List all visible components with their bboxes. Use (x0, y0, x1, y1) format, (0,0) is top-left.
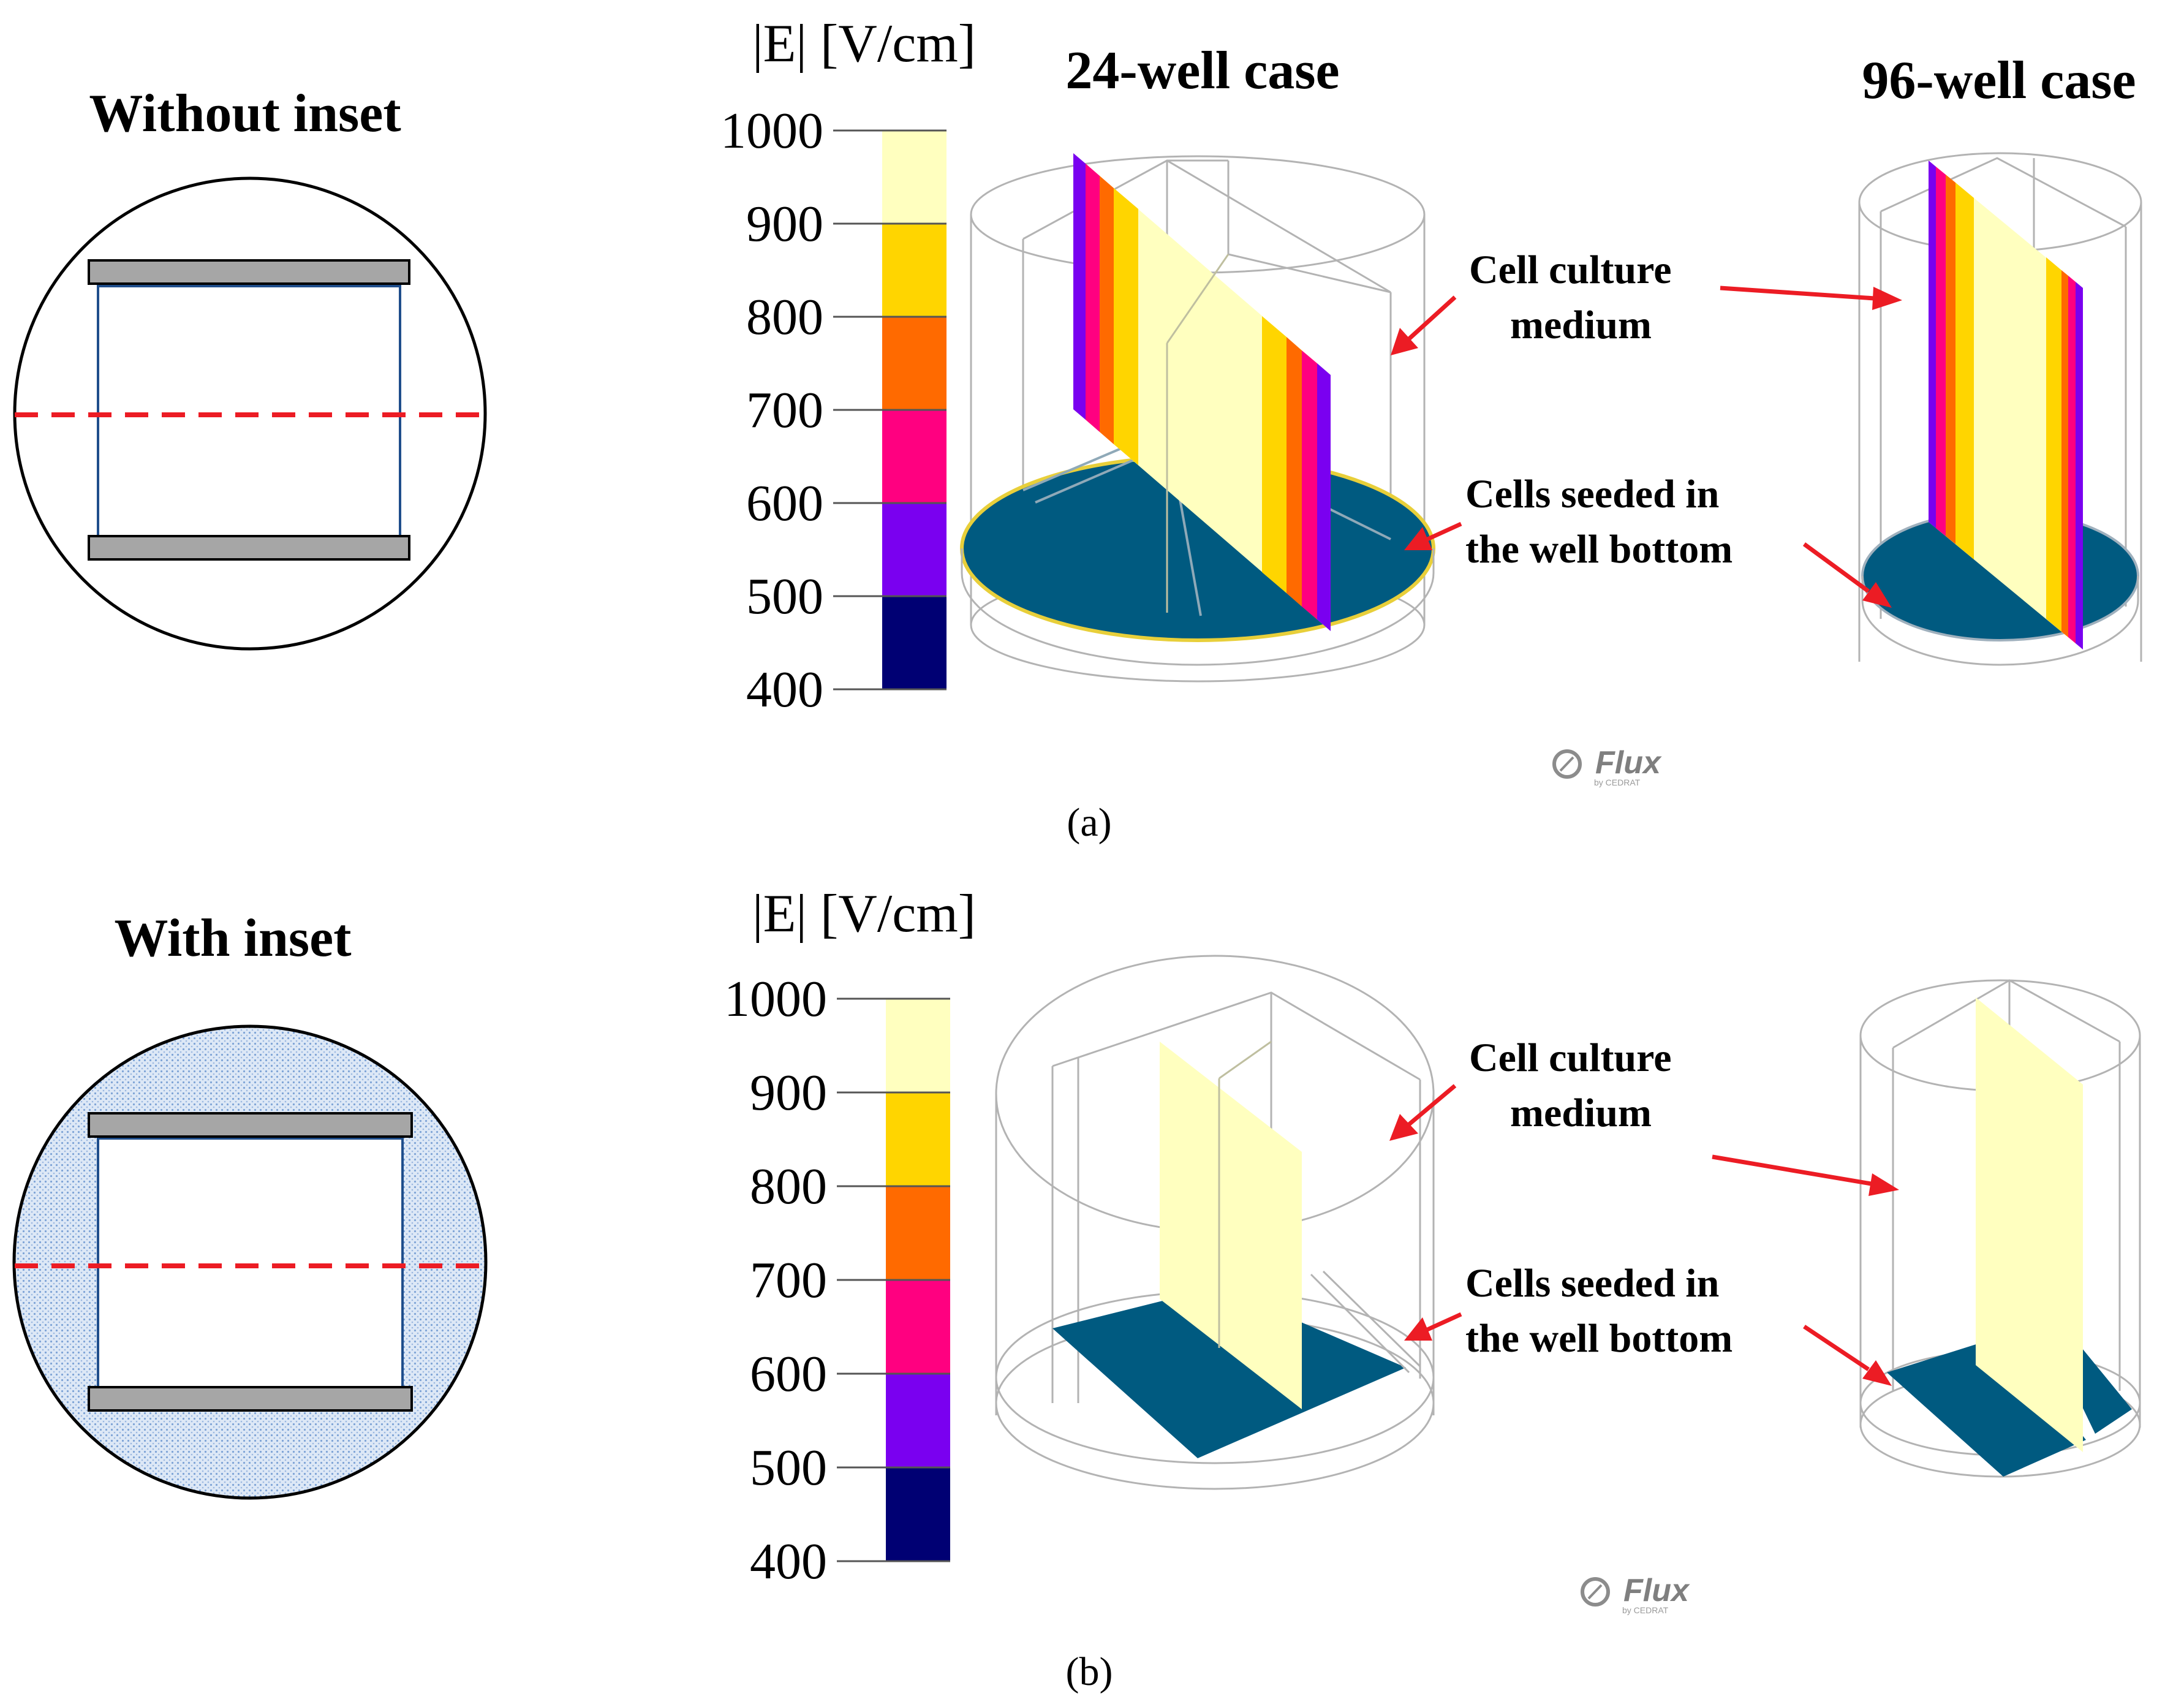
box-edge (1880, 157, 2126, 228)
well-bottom-rect (1887, 1336, 2086, 1477)
colorbar-band-400-500 (886, 1467, 950, 1561)
bottom-electrode (88, 535, 410, 561)
medium-top-ellipse (970, 155, 1426, 274)
well-96-model (1858, 152, 2142, 666)
colorbar-tick-label: 700 (750, 1252, 827, 1309)
colorbar-tick-label: 700 (746, 382, 823, 439)
colorbar: |E| [V/cm] 1000 900 800 700 600 500 400 (720, 14, 976, 718)
colorbar-band-600-700 (882, 410, 947, 503)
colorbar-tick-label: 500 (750, 1439, 827, 1496)
case-96-title: 96-well case (1862, 51, 2136, 110)
colorbar-tick-label: 800 (746, 289, 823, 346)
colorbar-tick-label: 900 (746, 195, 823, 252)
colorbar-band-900-1000 (882, 131, 947, 224)
top-electrode (88, 1112, 413, 1138)
well-96-model (1859, 979, 2141, 1478)
panel-label: (b) (1066, 1649, 1113, 1694)
colorbar-band-500-600 (886, 1374, 950, 1467)
well-24-model (995, 955, 1435, 1490)
colorbar: |E| [V/cm] 1000 900 800 700 600 500 400 (724, 884, 976, 1590)
annotations: Cell culture medium Cells seeded in the … (1391, 248, 1902, 608)
box-edge-front (1219, 1040, 1272, 1080)
arrow-cells-96 (1803, 1325, 1892, 1386)
well-24-model (960, 153, 1435, 683)
flux-logo-icon (1581, 1577, 1610, 1607)
medium-label-line1: Cell culture (1469, 1035, 1672, 1080)
colorbar-band-800-900 (886, 1092, 950, 1186)
medium-label-line2: medium (1510, 303, 1652, 347)
colorbar-tick-label: 800 (750, 1158, 827, 1215)
flux-logo-text: Flux (1595, 745, 1662, 781)
colorbar-tick-label: 500 (746, 568, 823, 625)
field-plane-left-band (1073, 153, 1138, 465)
cells-label-line2: the well bottom (1465, 1316, 1732, 1361)
colorbar-band-700-800 (886, 1186, 950, 1280)
colorbar-band-400-500 (882, 596, 947, 689)
top-electrode (88, 259, 410, 285)
arrow-medium-24 (1389, 1084, 1457, 1141)
colorbar-tick-label: 600 (750, 1346, 827, 1402)
schematic-with-inset: With inset (12, 909, 488, 1500)
flux-logo: Flux by CEDRAT (1581, 1573, 1690, 1615)
disk-rim (1861, 576, 2139, 666)
panel-label: (a) (1067, 800, 1111, 845)
colorbar-bands (886, 999, 950, 1561)
flux-logo-text: Flux (1623, 1573, 1690, 1608)
field-plane-left-band (1929, 161, 1974, 559)
medium-label-line2: medium (1510, 1091, 1652, 1135)
flux-logo-subtext: by CEDRAT (1622, 1605, 1669, 1615)
box-edge-front (1166, 254, 1230, 344)
arrow-medium-96 (1712, 1154, 1899, 1196)
colorbar-band-900-1000 (886, 999, 950, 1092)
arrow-cells-24 (1404, 1312, 1462, 1341)
arrow-medium-96 (1720, 286, 1902, 310)
colorbar-tick-label: 1000 (724, 971, 827, 1028)
flux-logo: Flux by CEDRAT (1552, 745, 1662, 787)
cells-label-line2: the well bottom (1465, 527, 1732, 572)
colorbar-bands (882, 131, 947, 689)
arrow-cells-96 (1802, 542, 1892, 608)
colorbar-ticks: 1000 900 800 700 600 500 400 (724, 971, 950, 1590)
flux-logo-icon (1552, 749, 1582, 779)
colorbar-tick-label: 900 (750, 1064, 827, 1121)
colorbar-band-600-700 (886, 1280, 950, 1374)
colorbar-title: |E| [V/cm] (752, 884, 976, 944)
field-plane-right-band (2046, 257, 2083, 649)
field-plane (1160, 1042, 1302, 1409)
arrow-medium-24 (1391, 295, 1457, 355)
diagram-title: With inset (114, 909, 351, 968)
bottom-electrode (88, 1386, 413, 1412)
cells-label-line1: Cells seeded in (1465, 1261, 1719, 1306)
box-edge (1227, 161, 1391, 293)
schematic-without-inset: Without inset (13, 84, 487, 651)
annotations: Cell culture medium Cells seeded in the … (1389, 1035, 1899, 1386)
medium-label-line1: Cell culture (1469, 248, 1672, 292)
colorbar-title: |E| [V/cm] (752, 14, 976, 74)
case-24-title: 24-well case (1065, 41, 1339, 100)
colorbar-band-700-800 (882, 317, 947, 410)
well-bottom-rect (1052, 1287, 1406, 1458)
colorbar-tick-label: 400 (750, 1533, 827, 1590)
disk-rim (961, 548, 1435, 666)
colorbar-band-800-900 (882, 224, 947, 317)
field-plane (1976, 997, 2083, 1452)
colorbar-ticks: 1000 900 800 700 600 500 400 (720, 102, 947, 718)
flux-logo-subtext: by CEDRAT (1594, 778, 1641, 787)
field-plane-right-band (1262, 316, 1331, 631)
colorbar-tick-label: 1000 (720, 102, 823, 159)
colorbar-tick-label: 400 (746, 661, 823, 718)
cells-label-line1: Cells seeded in (1465, 472, 1719, 517)
colorbar-tick-label: 600 (746, 475, 823, 532)
panel-b: With inset |E| [V/cm] 1000 900 800 700 600 50… (12, 884, 2141, 1694)
colorbar-band-500-600 (882, 503, 947, 596)
diagram-title: Without inset (89, 84, 401, 143)
arrow-cells-24 (1404, 521, 1462, 550)
panel-a: Without inset |E| [V/cm] 1000 900 800 700 60… (13, 14, 2142, 845)
